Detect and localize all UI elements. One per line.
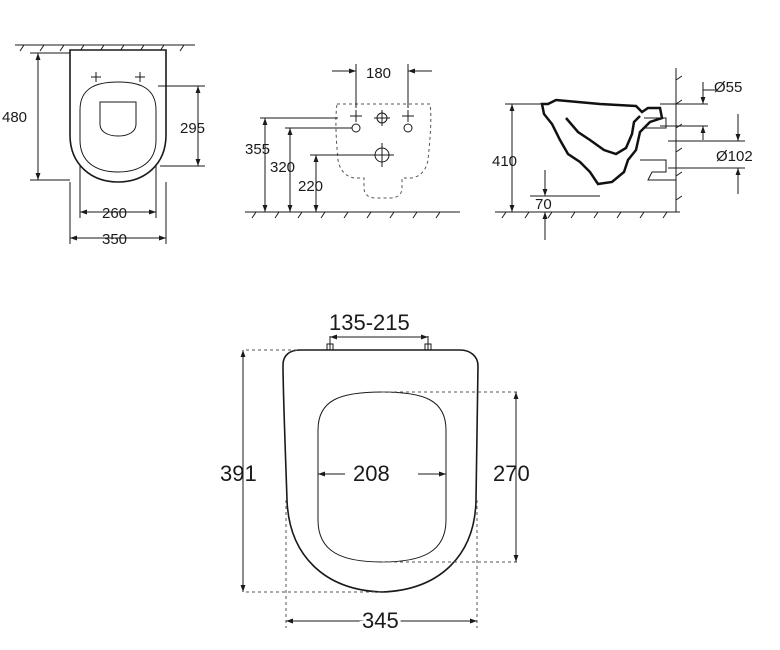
dim-outlet-offset-70: 70 <box>535 196 552 213</box>
seat-opening <box>317 391 447 563</box>
bowl-rim <box>79 81 157 173</box>
dim-seat-width: 345 <box>362 608 399 633</box>
dim-height-480: 480 <box>2 109 27 126</box>
dim-fixing-spacing-180: 180 <box>366 65 391 82</box>
dim-320: 320 <box>270 159 295 176</box>
side-view: 410 Ø55 Ø102 70 <box>492 68 753 240</box>
rear-fixing-marks <box>350 110 414 167</box>
side-trap <box>565 115 641 156</box>
side-bowl-section <box>540 98 664 186</box>
seat-outer-outline <box>282 349 479 593</box>
dim-height-410: 410 <box>492 153 517 170</box>
dim-bowl-width-260: 260 <box>102 205 127 222</box>
dim-opening-width: 208 <box>353 461 390 486</box>
fixing-holes <box>91 72 145 82</box>
dim-bowl-opening-295: 295 <box>180 120 205 137</box>
dim-355: 355 <box>245 141 270 158</box>
dim-seat-length: 391 <box>220 461 257 486</box>
dim-inlet-diameter: Ø55 <box>714 79 742 96</box>
rear-outline <box>335 103 432 199</box>
seat-view: 135-215 391 208 270 345 <box>220 310 530 636</box>
dim-total-width-350: 350 <box>102 231 127 248</box>
dim-hinge-spacing: 135-215 <box>329 310 410 335</box>
front-view: 480 295 260 350 <box>2 44 205 248</box>
rear-view: 180 355 320 220 <box>245 64 460 219</box>
dim-220: 220 <box>298 178 323 195</box>
bowl-front-outline <box>69 49 167 183</box>
dim-outlet-diameter: Ø102 <box>716 148 753 165</box>
bowl-opening <box>99 101 137 137</box>
dim-opening-length: 270 <box>493 461 530 486</box>
